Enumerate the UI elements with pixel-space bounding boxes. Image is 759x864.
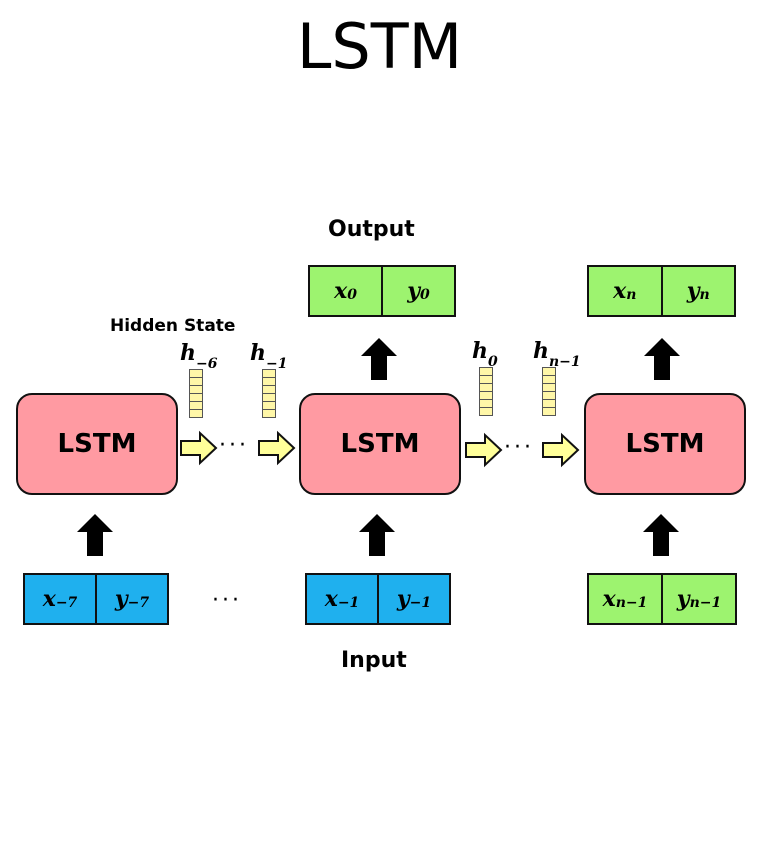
hidden-ellipsis-1: ··· — [219, 433, 249, 458]
input-arrow-1 — [77, 514, 113, 556]
input-label: Input — [341, 648, 407, 673]
hidden-ellipsis-2: ··· — [504, 435, 534, 460]
input-arrow-3 — [643, 514, 679, 556]
hidden-vector-minus6 — [189, 369, 203, 418]
input-y-minus1: y−1 — [377, 575, 449, 623]
hidden-arrow-4 — [542, 432, 580, 468]
hidden-vector-n-minus1 — [542, 367, 556, 416]
hidden-label-minus6: h−6 — [180, 340, 218, 373]
hidden-vector-minus1 — [262, 369, 276, 418]
output-label: Output — [328, 217, 415, 242]
input-pair-minus1: x−1 y−1 — [305, 573, 451, 625]
hidden-label-0: h0 — [472, 338, 498, 371]
input-pair-minus7: x−7 y−7 — [23, 573, 169, 625]
hidden-arrow-1 — [180, 430, 218, 466]
hidden-vector-0 — [479, 367, 493, 416]
input-arrow-2 — [359, 514, 395, 556]
input-x-minus1: x−1 — [324, 586, 360, 612]
lstm-cell-1: LSTM — [16, 393, 178, 495]
output-arrow-1 — [361, 338, 397, 380]
input-y-minus7: y−7 — [95, 575, 167, 623]
lstm-cell-2: LSTM — [299, 393, 461, 495]
hidden-label-minus1: h−1 — [250, 340, 288, 373]
hidden-arrow-3 — [465, 432, 503, 468]
output-arrow-2 — [644, 338, 680, 380]
lstm-cell-3: LSTM — [584, 393, 746, 495]
diagram-title: LSTM — [296, 10, 463, 83]
hidden-label-n-minus1: hn−1 — [533, 338, 581, 371]
hidden-state-label: Hidden State — [110, 316, 236, 336]
input-ellipsis: ··· — [212, 588, 242, 613]
hidden-arrow-2 — [258, 430, 296, 466]
input-x-minus7: x−7 — [42, 586, 78, 612]
